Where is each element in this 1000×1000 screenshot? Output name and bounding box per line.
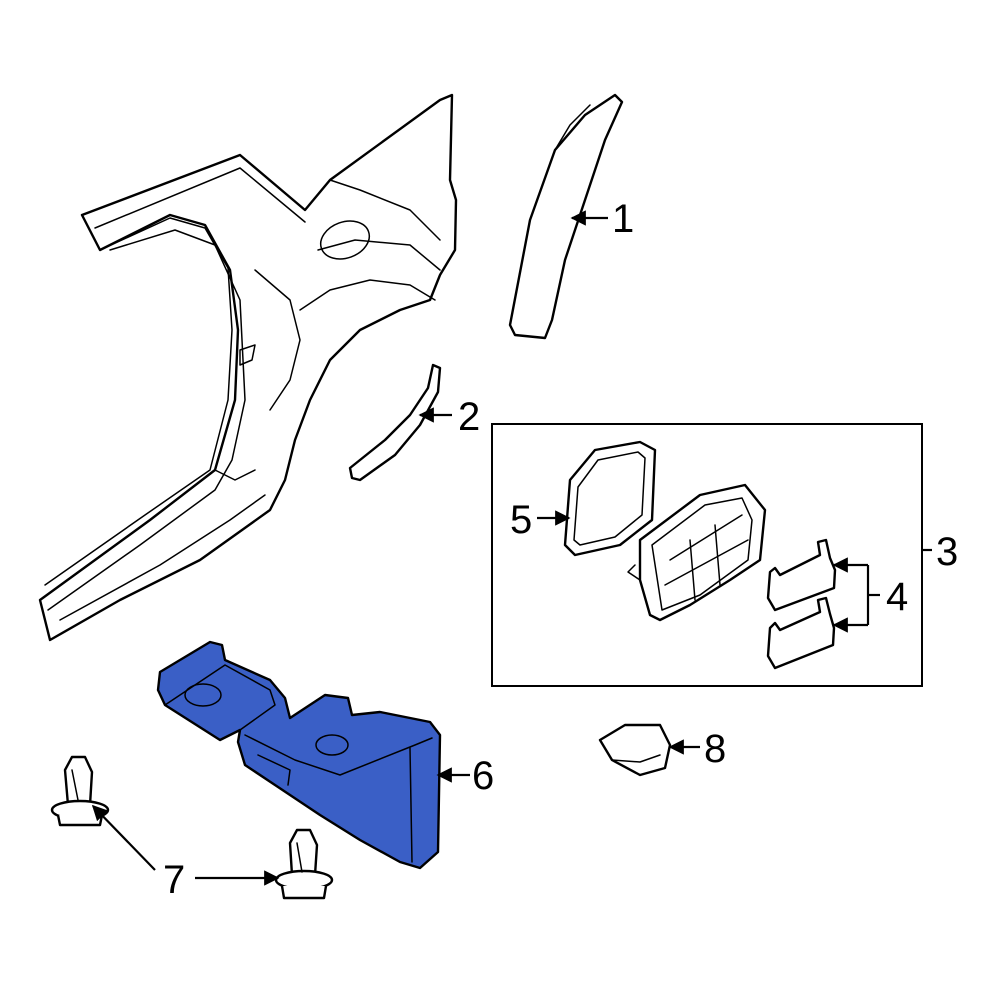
part-8-clip	[598, 723, 672, 777]
part-7-pushpin-left	[50, 755, 110, 827]
callout-6: 6	[472, 754, 494, 798]
part-5-gasket	[563, 440, 657, 557]
part-4-clip-upper	[766, 538, 837, 612]
part-4-clip-lower	[766, 596, 836, 670]
callout-2: 2	[458, 395, 480, 439]
callout-3: 3	[936, 530, 958, 574]
quarter-panel-assembly	[38, 93, 458, 642]
part-3-group-box	[491, 423, 923, 687]
part-1-applique	[508, 93, 624, 340]
callout-5: 5	[510, 498, 532, 542]
part-6-bracket	[156, 640, 442, 870]
callout-labels: 1 2 3 4 5 6 7 8	[163, 197, 958, 902]
callout-1: 1	[612, 197, 634, 241]
part-3-vent	[627, 483, 767, 622]
callout-4: 4	[886, 575, 908, 619]
part-2-seal	[348, 363, 442, 482]
callout-8: 8	[704, 727, 726, 771]
callout-7: 7	[163, 858, 185, 902]
part-7-pushpin-right	[274, 828, 334, 900]
leader-lines	[91, 210, 932, 886]
